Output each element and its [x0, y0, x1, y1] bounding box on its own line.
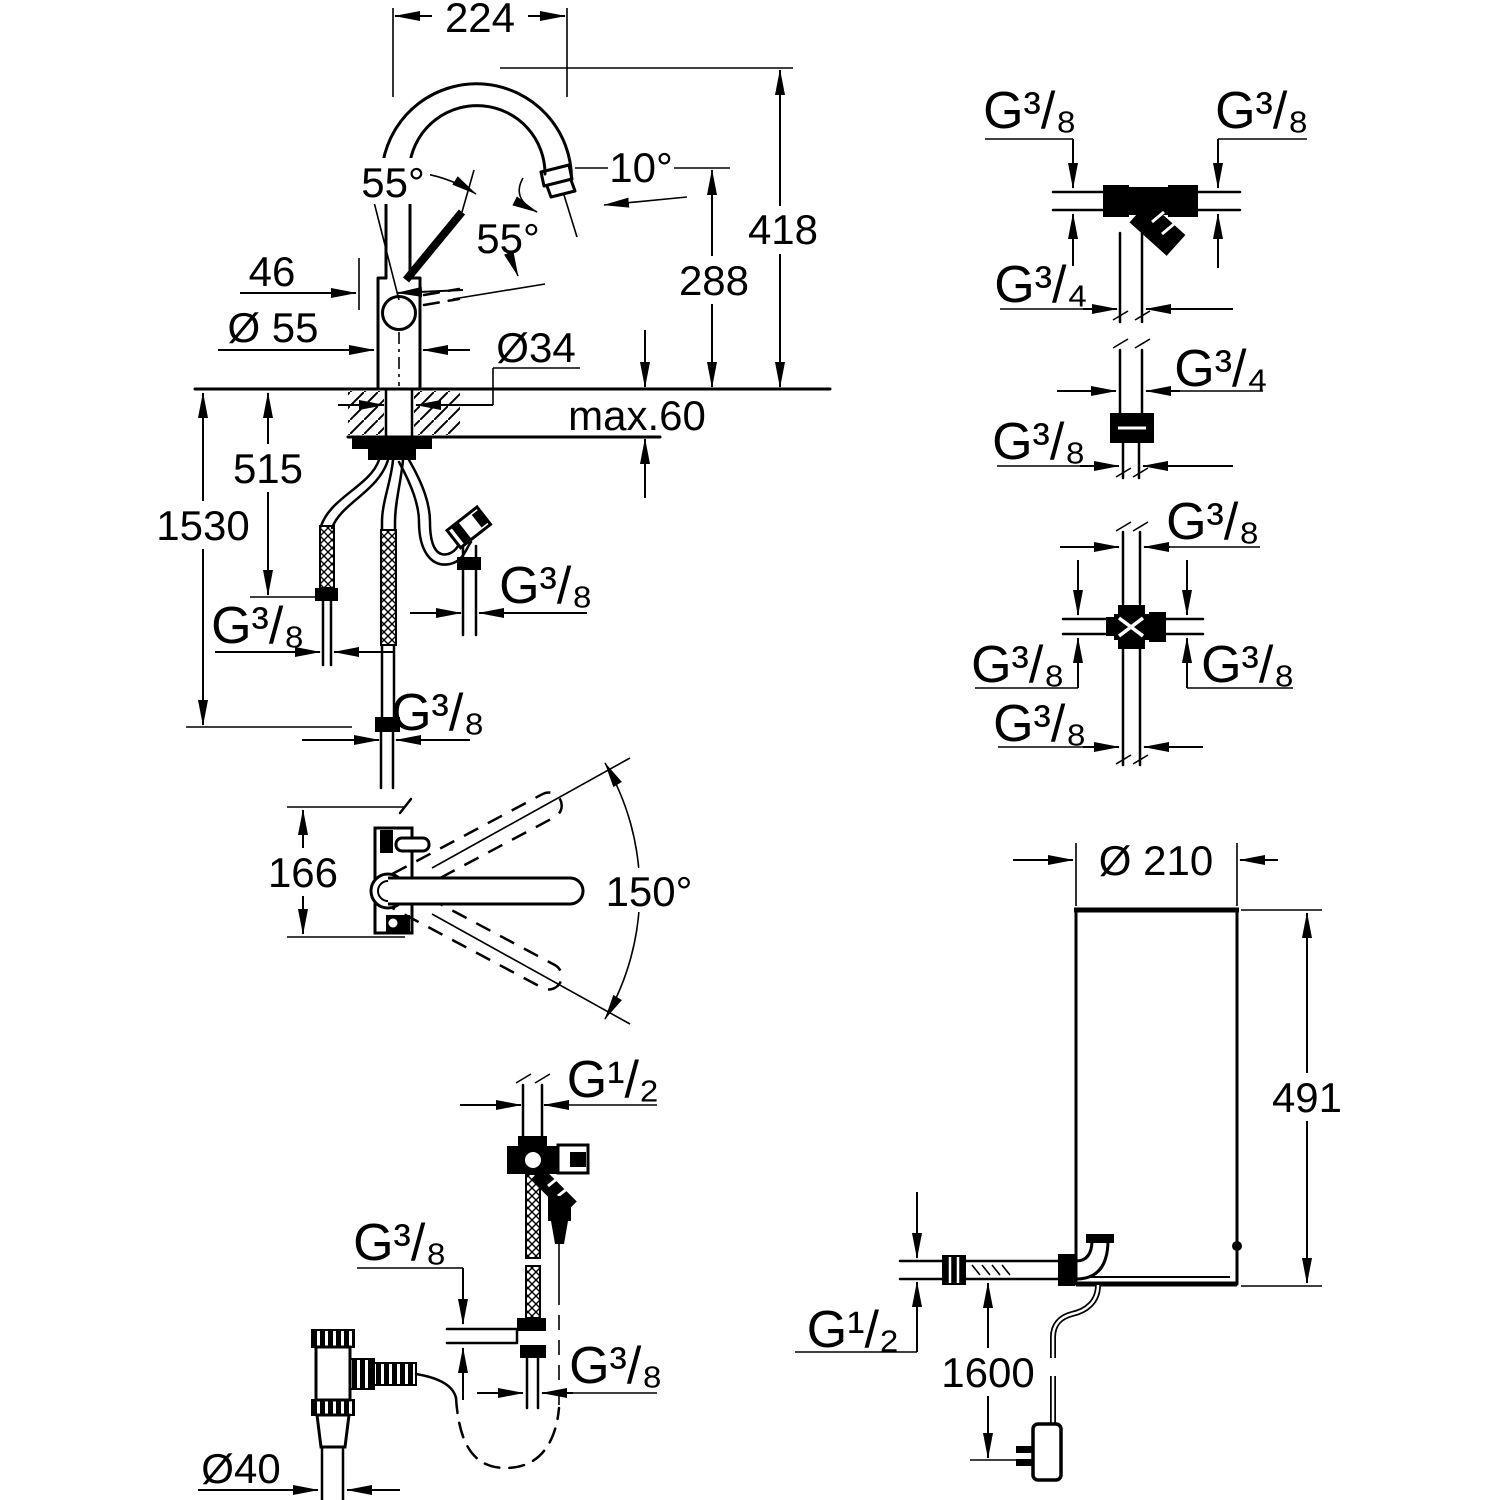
faucet-side-view: 224 55° 55° 10° 46 Ø 55 Ø34 418 288 max.…: [156, 0, 832, 790]
deck-hatch-right: [414, 391, 460, 435]
check-valve: [444, 504, 493, 550]
spout-top-view: [388, 876, 585, 906]
boiler-view: Ø 210 491 G¹/₂ 1600: [795, 837, 1342, 1482]
thread-y-right: G³/₈: [1215, 82, 1309, 140]
tee-fitting: [517, 1318, 546, 1331]
installation-assembly: G¹/₂ G³/₈ G³/₈ Ø40: [198, 1051, 663, 1500]
boiler-indicator-dot: [1232, 1241, 1242, 1251]
spout-nozzle: [539, 163, 578, 238]
faucet-dimensions: [186, 8, 793, 745]
power-cord: [1016, 1284, 1101, 1482]
reducer-diagram: G³/₄ G³/₈: [992, 338, 1268, 480]
dim-hose-short: 515: [233, 445, 303, 492]
thread-branch: G³/₈: [353, 1214, 447, 1272]
dim-handle-swing: 55°: [361, 159, 425, 206]
dim-deck-thickness: max.60: [568, 392, 706, 439]
thread-y-left: G³/₈: [983, 82, 1077, 140]
faucet-top-view: 166 150°: [268, 757, 701, 1025]
dim-shank-diameter: Ø34: [496, 324, 575, 371]
deck-hatch-left: [348, 391, 384, 435]
mounting-flange: [352, 437, 432, 449]
cross-adapter-diagram: G³/₈ G³/₈ G³/₈ G³/₈: [971, 493, 1295, 767]
dim-drain-diameter: Ø40: [201, 1445, 280, 1492]
dim-handle-tilt: 55°: [476, 215, 540, 262]
thread-inlet: G¹/₂: [567, 1051, 659, 1109]
dim-spout-reach: 224: [445, 0, 515, 41]
dim-body-diameter: Ø 55: [227, 304, 318, 351]
lever-handle: [402, 209, 466, 283]
dim-handle-offset: 46: [249, 248, 296, 295]
dim-swivel-angle: 150°: [606, 868, 693, 915]
dim-outlet-height: 288: [679, 257, 749, 304]
spout-swivel-down: [391, 884, 563, 991]
thread-cross-left: G³/₈: [971, 636, 1065, 694]
dim-hose-total: 1530: [156, 502, 249, 549]
thread-cross-right: G³/₈: [1201, 636, 1295, 694]
dim-boiler-height: 491: [1272, 1074, 1342, 1121]
dim-total-height: 418: [748, 206, 818, 253]
thread-cross-top: G³/₈: [1166, 493, 1260, 551]
thread-boiler-inlet: G¹/₂: [807, 1301, 899, 1359]
spout-swivel-up: [391, 791, 563, 898]
spout-inner-arc: [408, 104, 547, 176]
dim-spout-tilt: 10°: [609, 144, 673, 191]
thread-reducer-top: G³/₄: [1174, 340, 1267, 398]
y-branch: [1129, 201, 1186, 256]
dim-boiler-diameter: Ø 210: [1099, 837, 1213, 884]
flexible-hose-loop: [454, 1396, 561, 1470]
lever-top-view: [394, 836, 431, 853]
power-plug: [1031, 1422, 1063, 1482]
ball-joint: [381, 295, 417, 331]
thread-hose-right: G³/₈: [499, 557, 593, 615]
thread-reducer-bottom: G³/₈: [992, 413, 1086, 471]
y-adapter-diagram: G³/₈ G³/₈ G³/₄: [983, 82, 1309, 324]
dim-cable-length: 1600: [941, 1349, 1034, 1396]
drain-side-connector: [373, 1362, 417, 1386]
thread-y-outlet: G³/₄: [994, 256, 1087, 314]
thread-outlet: G³/₈: [569, 1337, 663, 1395]
thread-hose-bottom: G³/₈: [391, 684, 485, 742]
drain-valve: [311, 1329, 417, 1500]
thread-cross-bottom: G³/₈: [993, 695, 1087, 753]
thread-hose-left: G³/₈: [211, 597, 305, 655]
spout-outer-arc: [381, 82, 573, 180]
connection-hoses: [315, 458, 493, 790]
dim-base-depth: 166: [268, 849, 338, 896]
